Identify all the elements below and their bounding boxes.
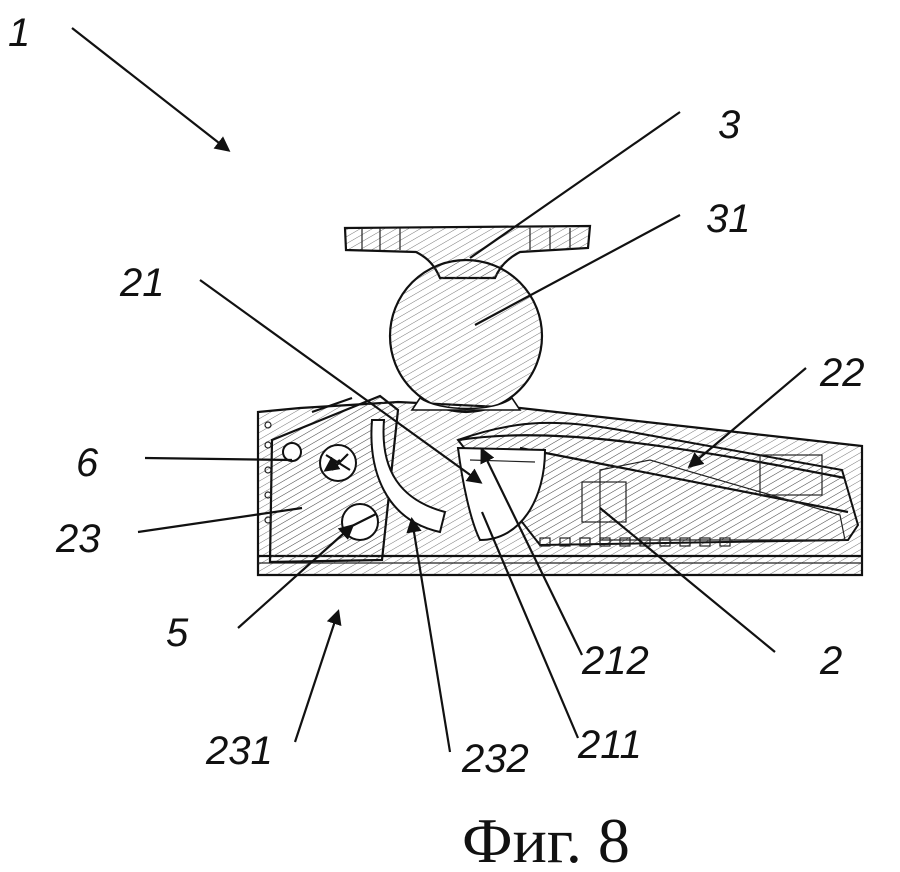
label-31: 31 xyxy=(706,197,751,241)
label-5: 5 xyxy=(166,611,189,655)
spring-232 xyxy=(370,419,447,534)
leader-3 xyxy=(469,111,681,259)
arm-22 xyxy=(456,421,860,547)
label-3: 3 xyxy=(718,103,740,147)
label-211: 211 xyxy=(577,723,642,767)
label-23: 23 xyxy=(55,517,101,561)
leader-211 xyxy=(480,511,580,739)
leader-1 xyxy=(71,27,231,152)
label-1: 1 xyxy=(8,11,30,55)
label-232: 232 xyxy=(461,737,529,781)
leader-21 xyxy=(199,279,483,484)
leader-5 xyxy=(237,523,355,629)
leader-6 xyxy=(144,456,293,462)
label-21: 21 xyxy=(119,261,165,305)
label-2: 2 xyxy=(819,639,842,683)
teeth-row xyxy=(539,537,731,547)
reference-labels: 1 3 31 21 22 6 23 5 212 2 211 231 232 xyxy=(8,11,865,781)
leader-22 xyxy=(687,367,807,468)
label-231: 231 xyxy=(205,729,273,773)
edge-holes xyxy=(264,421,272,524)
leader-6b xyxy=(323,456,341,472)
leader-2 xyxy=(599,507,776,653)
label-212: 212 xyxy=(581,639,649,683)
leader-212 xyxy=(480,447,583,656)
screw-5 xyxy=(341,503,379,541)
ball-31 xyxy=(388,258,544,414)
knob-3 xyxy=(343,224,592,414)
leader-lines xyxy=(71,27,807,753)
leader-231 xyxy=(293,609,342,743)
leader-232 xyxy=(406,516,452,753)
leader-31 xyxy=(474,214,681,326)
label-6: 6 xyxy=(76,441,99,485)
figure-caption: Фиг. 8 xyxy=(462,805,630,872)
label-22: 22 xyxy=(819,351,865,395)
leader-23 xyxy=(137,506,303,534)
